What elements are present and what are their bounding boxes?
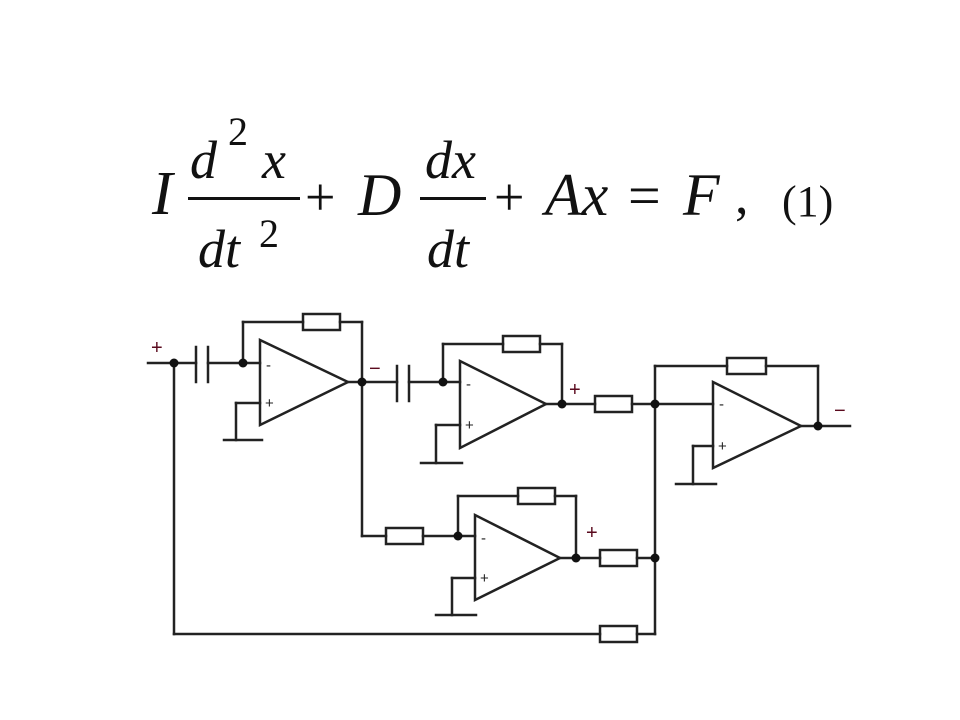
resistor-feedback-2 xyxy=(501,334,542,354)
op3-noninverting-label: + xyxy=(480,570,489,587)
op-amp-2 xyxy=(458,358,549,451)
capacitor-2 xyxy=(395,364,411,403)
resistor-sum-1 xyxy=(593,394,634,414)
op3-ground xyxy=(434,576,478,617)
op2-inverting-label: - xyxy=(466,376,471,393)
resistor-feedback-4 xyxy=(725,356,768,376)
stage1-out-sign: − xyxy=(369,358,381,380)
eq-damping: D xyxy=(358,162,402,228)
branch-to-op3 xyxy=(360,380,477,538)
junction-dots xyxy=(169,358,823,563)
junction-op1-in xyxy=(238,358,248,368)
eq-number: (1) xyxy=(782,177,834,226)
eq-frac1-num-x: x xyxy=(262,130,286,190)
op-amp-3 xyxy=(473,512,563,603)
node-sign-labels: + − + + − xyxy=(151,337,846,544)
op3-inverting-label: - xyxy=(481,530,486,547)
resistor-feedback-3 xyxy=(516,486,557,506)
eq-frac1-den-dt: dt xyxy=(198,219,241,279)
op3-feedback xyxy=(456,494,578,560)
junction-op3-in xyxy=(453,531,463,541)
eq-equals: = xyxy=(628,163,661,228)
eq-comma: , xyxy=(735,165,749,225)
resistor-input-3 xyxy=(384,526,425,546)
junction-op2-in xyxy=(438,377,448,387)
stage2-out-sign: + xyxy=(569,379,581,401)
op1-ground xyxy=(222,401,264,442)
op2-feedback xyxy=(441,342,564,406)
op1-inverting-label: - xyxy=(266,357,271,374)
resistor-sum-2 xyxy=(598,548,639,568)
eq-frac1-num-d: d xyxy=(190,130,217,190)
op1-feedback xyxy=(241,320,364,384)
eq-frac1-den-power: 2 xyxy=(259,211,279,256)
junction-sum-1 xyxy=(650,399,660,409)
op2-ground xyxy=(419,423,464,465)
resistor-input-feedback xyxy=(598,624,639,644)
op2-noninverting-label: + xyxy=(465,417,474,434)
eq-frac2-num: dx xyxy=(425,130,476,190)
op1-noninverting-label: + xyxy=(265,395,274,412)
op4-inverting-label: - xyxy=(719,396,724,413)
op4-feedback xyxy=(653,364,820,428)
opamp-polarity-labels: - + - + - + - + xyxy=(265,357,727,587)
resistor-feedback-1 xyxy=(301,312,342,332)
op-amp-4 xyxy=(711,379,804,470)
eq-plus-2: + xyxy=(494,167,525,227)
junction-op3-out xyxy=(571,553,581,563)
eq-frac1-bar xyxy=(188,197,300,200)
junction-op2-out xyxy=(557,399,567,409)
op4-noninverting-label: + xyxy=(718,438,727,455)
junction-op1-out xyxy=(357,377,367,387)
eq-frac2-den: dt xyxy=(427,219,470,279)
eq-Ax: Ax xyxy=(545,162,609,228)
input-feedback-loop xyxy=(172,361,657,636)
junction-input xyxy=(169,358,179,368)
input-sign: + xyxy=(151,337,163,359)
eq-plus-1: + xyxy=(305,167,336,227)
eq-force: F xyxy=(683,162,720,228)
capacitor-1 xyxy=(194,345,210,384)
eq-frac2-bar xyxy=(420,197,486,200)
junction-output xyxy=(813,421,823,431)
eq-frac1-num-power: 2 xyxy=(228,109,248,154)
op4-ground xyxy=(674,444,718,486)
stage3-out-sign: + xyxy=(586,522,598,544)
output-sign: − xyxy=(834,400,846,422)
eq-inertia: I xyxy=(152,160,173,228)
junction-sum-2 xyxy=(650,553,660,563)
op-amp-1 xyxy=(258,338,351,428)
